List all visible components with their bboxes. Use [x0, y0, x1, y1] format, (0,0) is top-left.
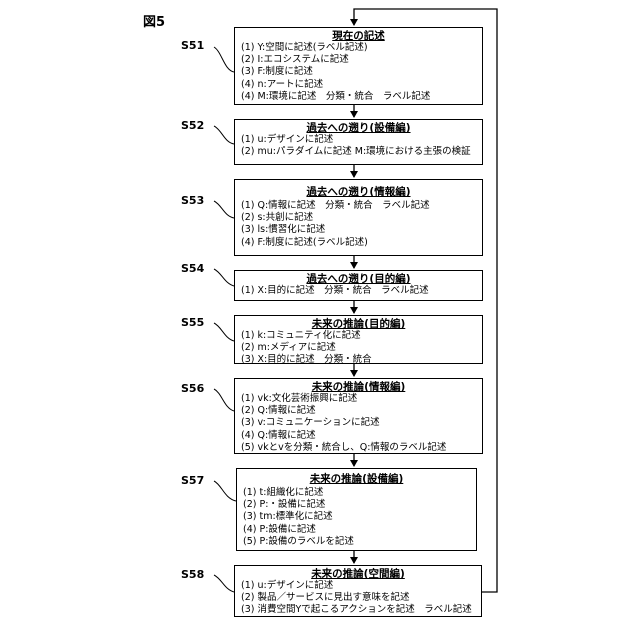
- step-line: (3) F:制度に記述: [235, 66, 482, 78]
- leader-s55: [214, 323, 234, 341]
- leader-s58: [214, 575, 234, 592]
- step-line: (1) t:組織化に記述: [237, 487, 476, 499]
- step-box-s53: 過去への遡り(情報編) (1) Q:情報に記述 分類・統合 ラベル記述 (2) …: [234, 179, 483, 256]
- leader-s54: [214, 269, 234, 286]
- leader-s56: [214, 389, 234, 411]
- step-line: (1) u:デザインに記述: [235, 580, 481, 592]
- step-label-s53: S53: [181, 194, 204, 207]
- step-title: 過去への遡り(情報編): [235, 186, 482, 198]
- step-line: (1) vk:文化芸術振興に記述: [235, 393, 482, 405]
- step-title: 未来の推論(空間編): [235, 568, 481, 580]
- step-label-s54: S54: [181, 262, 204, 275]
- step-box-s56: 未来の推論(情報編) (1) vk:文化芸術振興に記述 (2) Q:情報に記述 …: [234, 378, 483, 454]
- step-line: (5) P:設備のラベルを記述: [237, 536, 476, 548]
- step-title: 過去への遡り(設備編): [235, 122, 482, 134]
- step-line: (3) tm:標準化に記述: [237, 511, 476, 523]
- step-label-s57: S57: [181, 474, 204, 487]
- step-label-s56: S56: [181, 382, 204, 395]
- step-box-s54: 過去への遡り(目的編) (1) X:目的に記述 分類・統合 ラベル記述: [234, 270, 483, 301]
- step-line: (1) Q:情報に記述 分類・統合 ラベル記述: [235, 200, 482, 212]
- step-box-s52: 過去への遡り(設備編) (1) u:デザインに記述 (2) mu:パラダイムに記…: [234, 119, 483, 165]
- step-line: (3) 消費空間Yで起こるアクションを記述 ラベル記述: [235, 604, 481, 616]
- step-box-s58: 未来の推論(空間編) (1) u:デザインに記述 (2) 製品／サービスに見出す…: [234, 565, 482, 617]
- leader-s57: [214, 481, 236, 501]
- step-line: (1) X:目的に記述 分類・統合 ラベル記述: [235, 285, 482, 297]
- step-line: (4) M:環境に記述 分類・統合 ラベル記述: [235, 91, 482, 103]
- step-line: (2) 製品／サービスに見出す意味を記述: [235, 592, 481, 604]
- step-line: (3) v:コミュニケーションに記述: [235, 417, 482, 429]
- step-label-s55: S55: [181, 316, 204, 329]
- leader-s51: [214, 47, 234, 72]
- step-line: (1) Y:空間に記述(ラベル記述): [235, 42, 482, 54]
- step-title: 過去への遡り(目的編): [235, 273, 482, 285]
- step-title: 未来の推論(目的編): [235, 318, 482, 330]
- step-line: (1) u:デザインに記述: [235, 134, 482, 146]
- step-title: 未来の推論(情報編): [235, 381, 482, 393]
- leader-s53: [214, 201, 234, 218]
- step-box-s51: 現在の記述 (1) Y:空間に記述(ラベル記述) (2) I:エコシステムに記述…: [234, 27, 483, 105]
- step-line: (4) n:アートに記述: [235, 79, 482, 91]
- step-box-s55: 未来の推論(目的編) (1) k:コミュニティ化に記述 (2) m:メディアに記…: [234, 315, 483, 364]
- step-title: 現在の記述: [235, 30, 482, 42]
- step-line: (3) ls:慣習化に記述: [235, 224, 482, 236]
- step-line: (2) s:共創に記述: [235, 212, 482, 224]
- step-line: (4) Q:情報に記述: [235, 430, 482, 442]
- step-label-s52: S52: [181, 119, 204, 132]
- step-box-s57: 未来の推論(設備編) (1) t:組織化に記述 (2) P:・設備に記述 (3)…: [236, 468, 477, 551]
- step-line: (2) Q:情報に記述: [235, 405, 482, 417]
- step-line: (2) mu:パラダイムに記述 M:環境における主張の検証: [235, 146, 482, 158]
- leader-s52: [214, 126, 234, 144]
- step-line: (4) F:制度に記述(ラベル記述): [235, 237, 482, 249]
- step-label-s51: S51: [181, 39, 204, 52]
- step-line: (1) k:コミュニティ化に記述: [235, 330, 482, 342]
- step-line: (2) P:・設備に記述: [237, 499, 476, 511]
- step-title: 未来の推論(設備編): [237, 473, 476, 485]
- step-line: (2) m:メディアに記述: [235, 342, 482, 354]
- step-line: (4) P:設備に記述: [237, 524, 476, 536]
- step-label-s58: S58: [181, 568, 204, 581]
- step-line: (2) I:エコシステムに記述: [235, 54, 482, 66]
- step-line: (5) vkとvを分類・統合し、Q:情報のラベル記述: [235, 442, 482, 454]
- step-line: (3) X:目的に記述 分類・統合: [235, 354, 482, 366]
